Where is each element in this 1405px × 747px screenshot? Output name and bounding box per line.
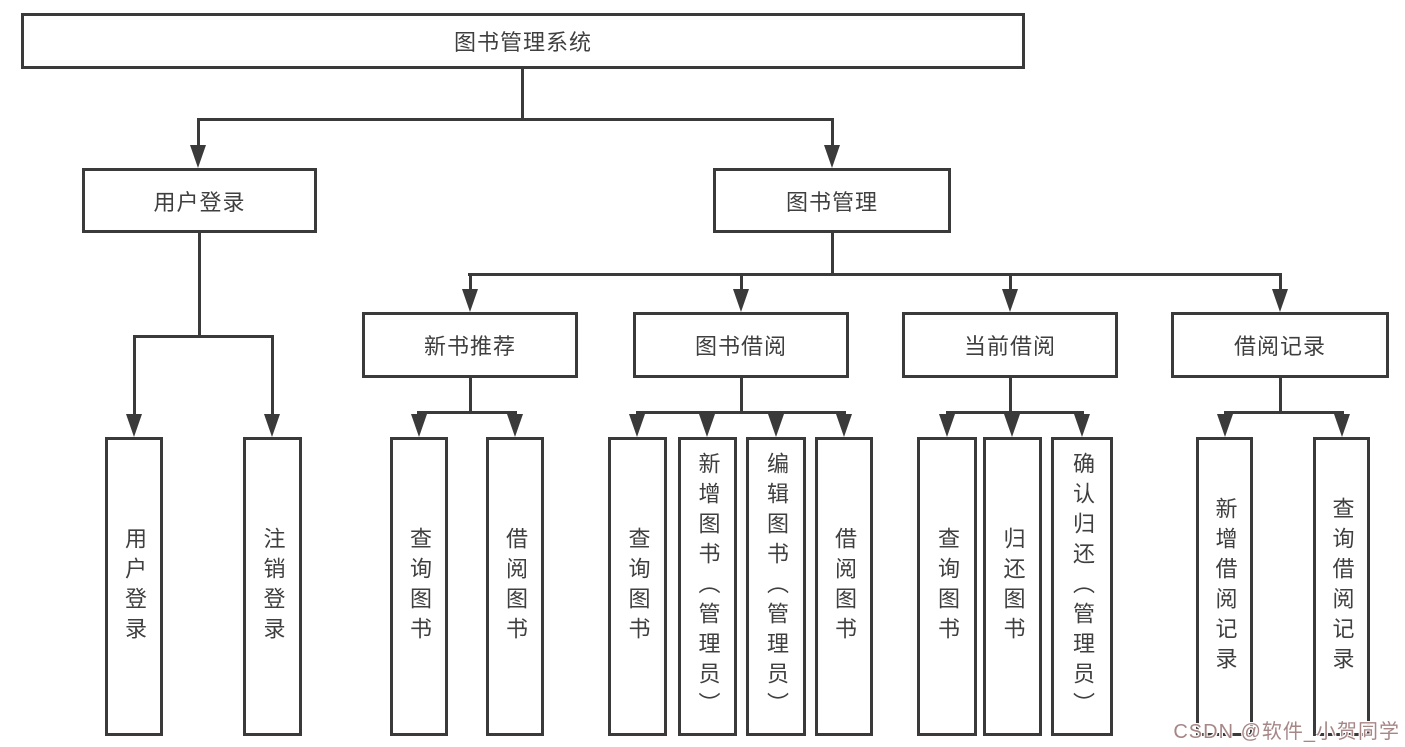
node-user-login: 用户登录 xyxy=(82,168,317,233)
leaf-logout: 注销登录 xyxy=(243,437,302,736)
connector-line xyxy=(198,233,201,335)
leaf-borrow-borrow-book-label: 借阅图书 xyxy=(832,526,857,647)
leaf-borrow-edit-book-admin: 编辑图书（管理员） xyxy=(746,437,806,736)
connector-line xyxy=(271,335,274,414)
leaf-current-query-book: 查询图书 xyxy=(917,437,977,736)
leaf-record-add-record-label: 新增借阅记录 xyxy=(1212,496,1238,677)
connector-line xyxy=(133,335,273,338)
connector-line xyxy=(514,411,517,414)
connector-line xyxy=(469,273,472,289)
connector-line xyxy=(1279,378,1282,411)
leaf-logout-label: 注销登录 xyxy=(260,526,286,647)
connector-line xyxy=(1009,378,1012,411)
node-root-label: 图书管理系统 xyxy=(453,30,592,55)
connector-line xyxy=(468,273,1281,276)
node-new-book-recommend-label: 新书推荐 xyxy=(423,334,516,359)
leaf-newrec-query-book: 查询图书 xyxy=(390,437,448,736)
arrow-down-icon xyxy=(733,289,749,312)
leaf-borrow-borrow-book: 借阅图书 xyxy=(815,437,873,736)
connector-line xyxy=(1081,411,1084,414)
connector-line xyxy=(946,411,949,414)
arrow-down-icon xyxy=(699,414,715,437)
arrow-down-icon xyxy=(507,414,523,437)
leaf-borrow-add-book-admin-label: 新增图书（管理员） xyxy=(695,451,721,722)
arrow-down-icon xyxy=(411,414,427,437)
connector-line xyxy=(740,273,743,289)
connector-line xyxy=(636,411,846,414)
arrow-down-icon xyxy=(1217,414,1233,437)
connector-line xyxy=(418,411,421,414)
node-current-borrow: 当前借阅 xyxy=(902,312,1118,378)
arrow-down-icon xyxy=(836,414,852,437)
connector-line xyxy=(636,411,639,414)
arrow-down-icon xyxy=(768,414,784,437)
leaf-record-add-record: 新增借阅记录 xyxy=(1196,437,1253,736)
leaf-user-login-label: 用户登录 xyxy=(122,526,147,647)
connector-line xyxy=(831,118,834,145)
connector-line xyxy=(775,411,778,414)
connector-line xyxy=(843,411,846,414)
node-borrow-record: 借阅记录 xyxy=(1171,312,1389,378)
connector-line xyxy=(706,411,709,414)
arrow-down-icon xyxy=(1334,414,1350,437)
node-book-borrow: 图书借阅 xyxy=(633,312,849,378)
leaf-current-query-book-label: 查询图书 xyxy=(935,526,960,647)
connector-line xyxy=(197,118,200,145)
node-new-book-recommend: 新书推荐 xyxy=(362,312,578,378)
leaf-record-query-record-label: 查询借阅记录 xyxy=(1329,496,1355,677)
arrow-down-icon xyxy=(126,414,142,437)
node-borrow-record-label: 借阅记录 xyxy=(1233,334,1326,359)
connector-line xyxy=(197,118,834,121)
leaf-newrec-borrow-book-label: 借阅图书 xyxy=(503,526,528,647)
leaf-user-login: 用户登录 xyxy=(105,437,163,736)
leaf-current-confirm-return-admin: 确认归还（管理员） xyxy=(1051,437,1113,736)
connector-line xyxy=(417,411,516,414)
node-user-login-label: 用户登录 xyxy=(153,189,246,215)
watermark: CSDN @软件_小贺同学 xyxy=(1173,721,1400,743)
connector-line xyxy=(1279,273,1282,289)
arrow-down-icon xyxy=(939,414,955,437)
connector-line xyxy=(469,378,472,411)
leaf-borrow-query-book: 查询图书 xyxy=(608,437,667,736)
leaf-newrec-query-book-label: 查询图书 xyxy=(407,526,432,647)
leaf-record-query-record: 查询借阅记录 xyxy=(1313,437,1370,736)
node-current-borrow-label: 当前借阅 xyxy=(963,334,1056,359)
arrow-down-icon xyxy=(1074,414,1090,437)
connector-line xyxy=(740,378,743,411)
arrow-down-icon xyxy=(824,145,840,168)
arrow-down-icon xyxy=(1004,414,1020,437)
connector-line xyxy=(1224,411,1343,414)
node-book-management-label: 图书管理 xyxy=(785,189,878,215)
leaf-borrow-add-book-admin: 新增图书（管理员） xyxy=(678,437,737,736)
arrow-down-icon xyxy=(462,289,478,312)
arrow-down-icon xyxy=(1272,289,1288,312)
connector-line xyxy=(946,411,1083,414)
connector-line xyxy=(1224,411,1227,414)
node-root: 图书管理系统 xyxy=(21,13,1025,69)
node-book-management: 图书管理 xyxy=(713,168,951,233)
connector-line xyxy=(1011,411,1014,414)
connector-line xyxy=(521,69,524,118)
leaf-borrow-edit-book-admin-label: 编辑图书（管理员） xyxy=(764,451,789,722)
leaf-newrec-borrow-book: 借阅图书 xyxy=(486,437,544,736)
leaf-borrow-query-book-label: 查询图书 xyxy=(625,526,651,647)
node-book-borrow-label: 图书借阅 xyxy=(694,334,787,359)
arrow-down-icon xyxy=(190,145,206,168)
arrow-down-icon xyxy=(264,414,280,437)
arrow-down-icon xyxy=(1002,289,1018,312)
leaf-current-confirm-return-admin-label: 确认归还（管理员） xyxy=(1070,451,1095,722)
connector-line xyxy=(1341,411,1344,414)
connector-line xyxy=(133,335,136,414)
leaf-current-return-book: 归还图书 xyxy=(983,437,1042,736)
arrow-down-icon xyxy=(629,414,645,437)
connector-line xyxy=(1009,273,1012,289)
connector-line xyxy=(831,233,834,273)
leaf-current-return-book-label: 归还图书 xyxy=(1000,526,1026,647)
